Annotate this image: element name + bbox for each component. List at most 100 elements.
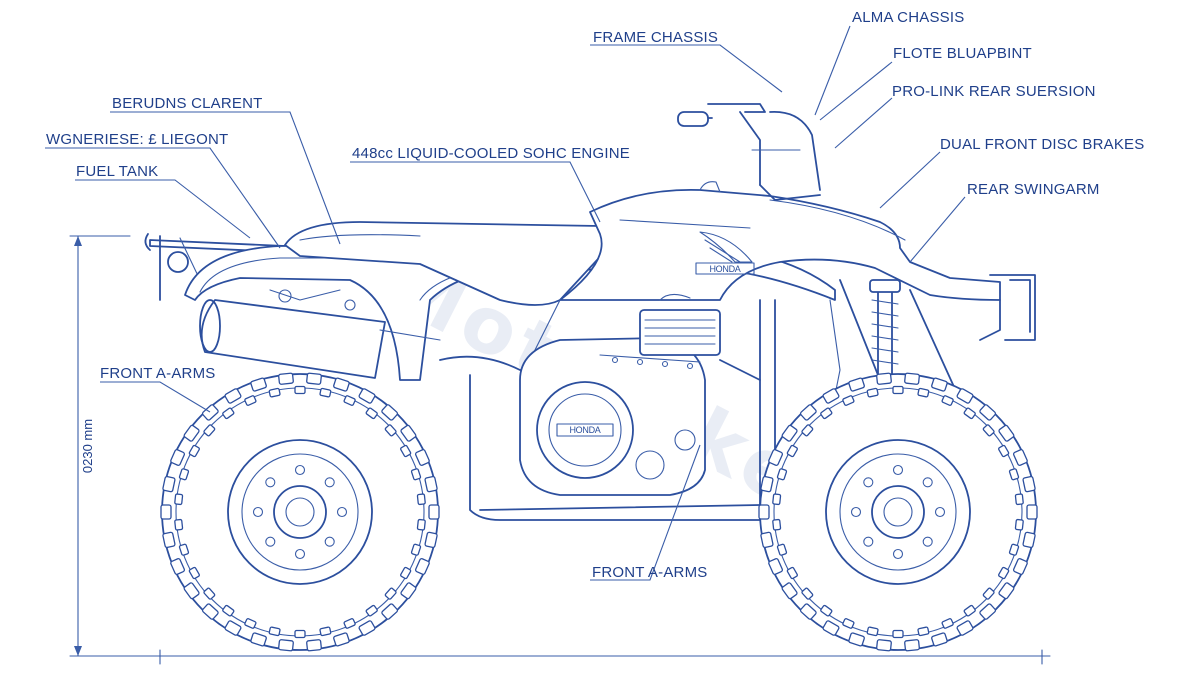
rear-tread-knob bbox=[381, 603, 399, 620]
label-fuel-tank: FUEL TANK bbox=[76, 163, 158, 180]
rear-tread-knob bbox=[201, 404, 219, 421]
muffler bbox=[199, 289, 441, 379]
rear-tread-knob-inner bbox=[178, 543, 190, 556]
rear-tread-knob-inner bbox=[400, 444, 412, 458]
front-tread-knob bbox=[822, 620, 840, 636]
rear-tread-knob bbox=[414, 449, 430, 466]
rear-tread-knob-inner bbox=[410, 543, 422, 556]
rear-tread-knob-inner bbox=[268, 626, 281, 637]
label-flote-bluapbint: FLOTE BLUAPBINT bbox=[893, 45, 1032, 62]
rear-tread-knob bbox=[333, 632, 350, 647]
frame-tubes bbox=[439, 299, 841, 521]
front-tread-knob bbox=[758, 504, 770, 520]
rear-tread-knob bbox=[358, 388, 376, 404]
label-pro-link: PRO-LINK REAR SUERSION bbox=[892, 83, 1096, 100]
label-frame-chassis: FRAME CHASSIS bbox=[593, 29, 718, 46]
front-tread-knob-inner bbox=[801, 424, 814, 437]
rear-tread-knob bbox=[162, 531, 176, 549]
front-tread-knob bbox=[768, 558, 784, 575]
rear-lug-hole bbox=[324, 536, 335, 547]
front-bumper bbox=[979, 274, 1036, 341]
front-tread-knob-inner bbox=[772, 493, 782, 506]
front-tread-knob-inner bbox=[963, 604, 976, 617]
rear-tread-knob-inner bbox=[365, 604, 378, 617]
rear-tread-knob-inner bbox=[416, 518, 426, 531]
tank-brand-badge: HONDA bbox=[709, 264, 740, 274]
callout-labels: FRAME CHASSIS ALMA CHASSIS FLOTE BLUAPBI… bbox=[46, 9, 1144, 581]
rear-rim-ring bbox=[241, 453, 359, 571]
rear-lug-hole bbox=[294, 464, 306, 476]
front-tread-knob-inner bbox=[1008, 468, 1020, 481]
label-alma-chassis: ALMA CHASSIS bbox=[852, 9, 964, 26]
front-tread-knob bbox=[979, 404, 997, 421]
front-tread-knob-inner bbox=[842, 618, 855, 629]
rear-tread-knob-inner bbox=[203, 587, 216, 600]
label-engine: 448cc LIQUID-COOLED SOHC ENGINE bbox=[352, 145, 630, 162]
front-tread-knob-inner bbox=[820, 604, 833, 617]
rear-tread-knob-inner bbox=[188, 444, 200, 458]
rear-tread-knob-inner bbox=[244, 618, 257, 629]
front-tread-knob-inner bbox=[963, 407, 976, 420]
rear-tread-knob-inner bbox=[268, 387, 281, 398]
rear-tread-knob-inner bbox=[294, 629, 306, 639]
front-tread-knob-inner bbox=[772, 518, 782, 531]
front-lug-hole bbox=[892, 464, 904, 476]
rear-tread-knob bbox=[250, 632, 267, 647]
rear-lug-hole bbox=[265, 536, 276, 547]
rear-tread-knob bbox=[224, 620, 242, 636]
front-tread-knob bbox=[760, 475, 774, 493]
front-tread-knob-inner bbox=[998, 444, 1010, 458]
rear-tread-knob-inner bbox=[174, 518, 184, 531]
rear-tread-knob-inner bbox=[294, 385, 306, 395]
rear-tread-knob-inner bbox=[343, 395, 356, 406]
front-tread-knob-inner bbox=[998, 566, 1010, 580]
rear-tread-knob bbox=[278, 639, 294, 652]
label-dual-front-disc: DUAL FRONT DISC BRAKES bbox=[940, 136, 1144, 153]
front-tread-knob bbox=[876, 372, 892, 385]
rear-tread-knob-inner bbox=[188, 566, 200, 580]
rear-tread-knob bbox=[160, 504, 172, 520]
rear-hub bbox=[273, 485, 327, 539]
front-tread-knob bbox=[1026, 504, 1038, 520]
wheels bbox=[160, 372, 1038, 652]
rear-tread-knob-inner bbox=[174, 493, 184, 506]
dimension-lines bbox=[69, 235, 1051, 665]
rear-tread-knob bbox=[428, 504, 440, 520]
front-tread-knob bbox=[760, 531, 774, 549]
rear-tread-knob-inner bbox=[400, 566, 412, 580]
front-tread-knob bbox=[931, 632, 948, 647]
rear-tread-knob-inner bbox=[319, 387, 332, 398]
front-hub bbox=[871, 485, 925, 539]
front-tread-knob bbox=[979, 603, 997, 620]
rear-tread-knob-inner bbox=[222, 407, 235, 420]
front-tread-knob bbox=[998, 424, 1015, 442]
front-tread-knob-inner bbox=[917, 387, 930, 398]
front-tread-knob-inner bbox=[786, 566, 798, 580]
front-tread-knob bbox=[768, 449, 784, 466]
front-tread-knob bbox=[799, 404, 817, 421]
label-front-a-arms-bottom: FRONT A-ARMS bbox=[592, 564, 707, 581]
rear-tread-knob bbox=[424, 531, 438, 549]
front-tread-knob-inner bbox=[776, 543, 788, 556]
label-wgnerese: WGNERIESE: £ LIEGONT bbox=[46, 131, 228, 148]
rear-tread-knob bbox=[278, 372, 294, 385]
front-tread-knob-inner bbox=[866, 387, 879, 398]
leader-lines bbox=[45, 25, 966, 581]
front-tread-knob bbox=[904, 372, 920, 385]
front-lug-hole bbox=[850, 506, 862, 518]
front-tread-knob bbox=[931, 377, 948, 392]
front-tread-knob-inner bbox=[982, 587, 995, 600]
rear-tread-knob bbox=[183, 582, 200, 600]
front-tread-knob bbox=[781, 582, 798, 600]
front-tread-knob-inner bbox=[820, 407, 833, 420]
front-tread-knob bbox=[822, 388, 840, 404]
rear-tread-knob-inner bbox=[410, 468, 422, 481]
rear-lug-hole bbox=[252, 506, 264, 518]
rear-lug-hole bbox=[294, 548, 306, 560]
rear-tread-knob-inner bbox=[319, 626, 332, 637]
rear-rim bbox=[227, 439, 373, 585]
front-tread-knob-inner bbox=[892, 629, 904, 639]
rear-tread-knob bbox=[170, 558, 186, 575]
front-tread-knob bbox=[1022, 475, 1036, 493]
